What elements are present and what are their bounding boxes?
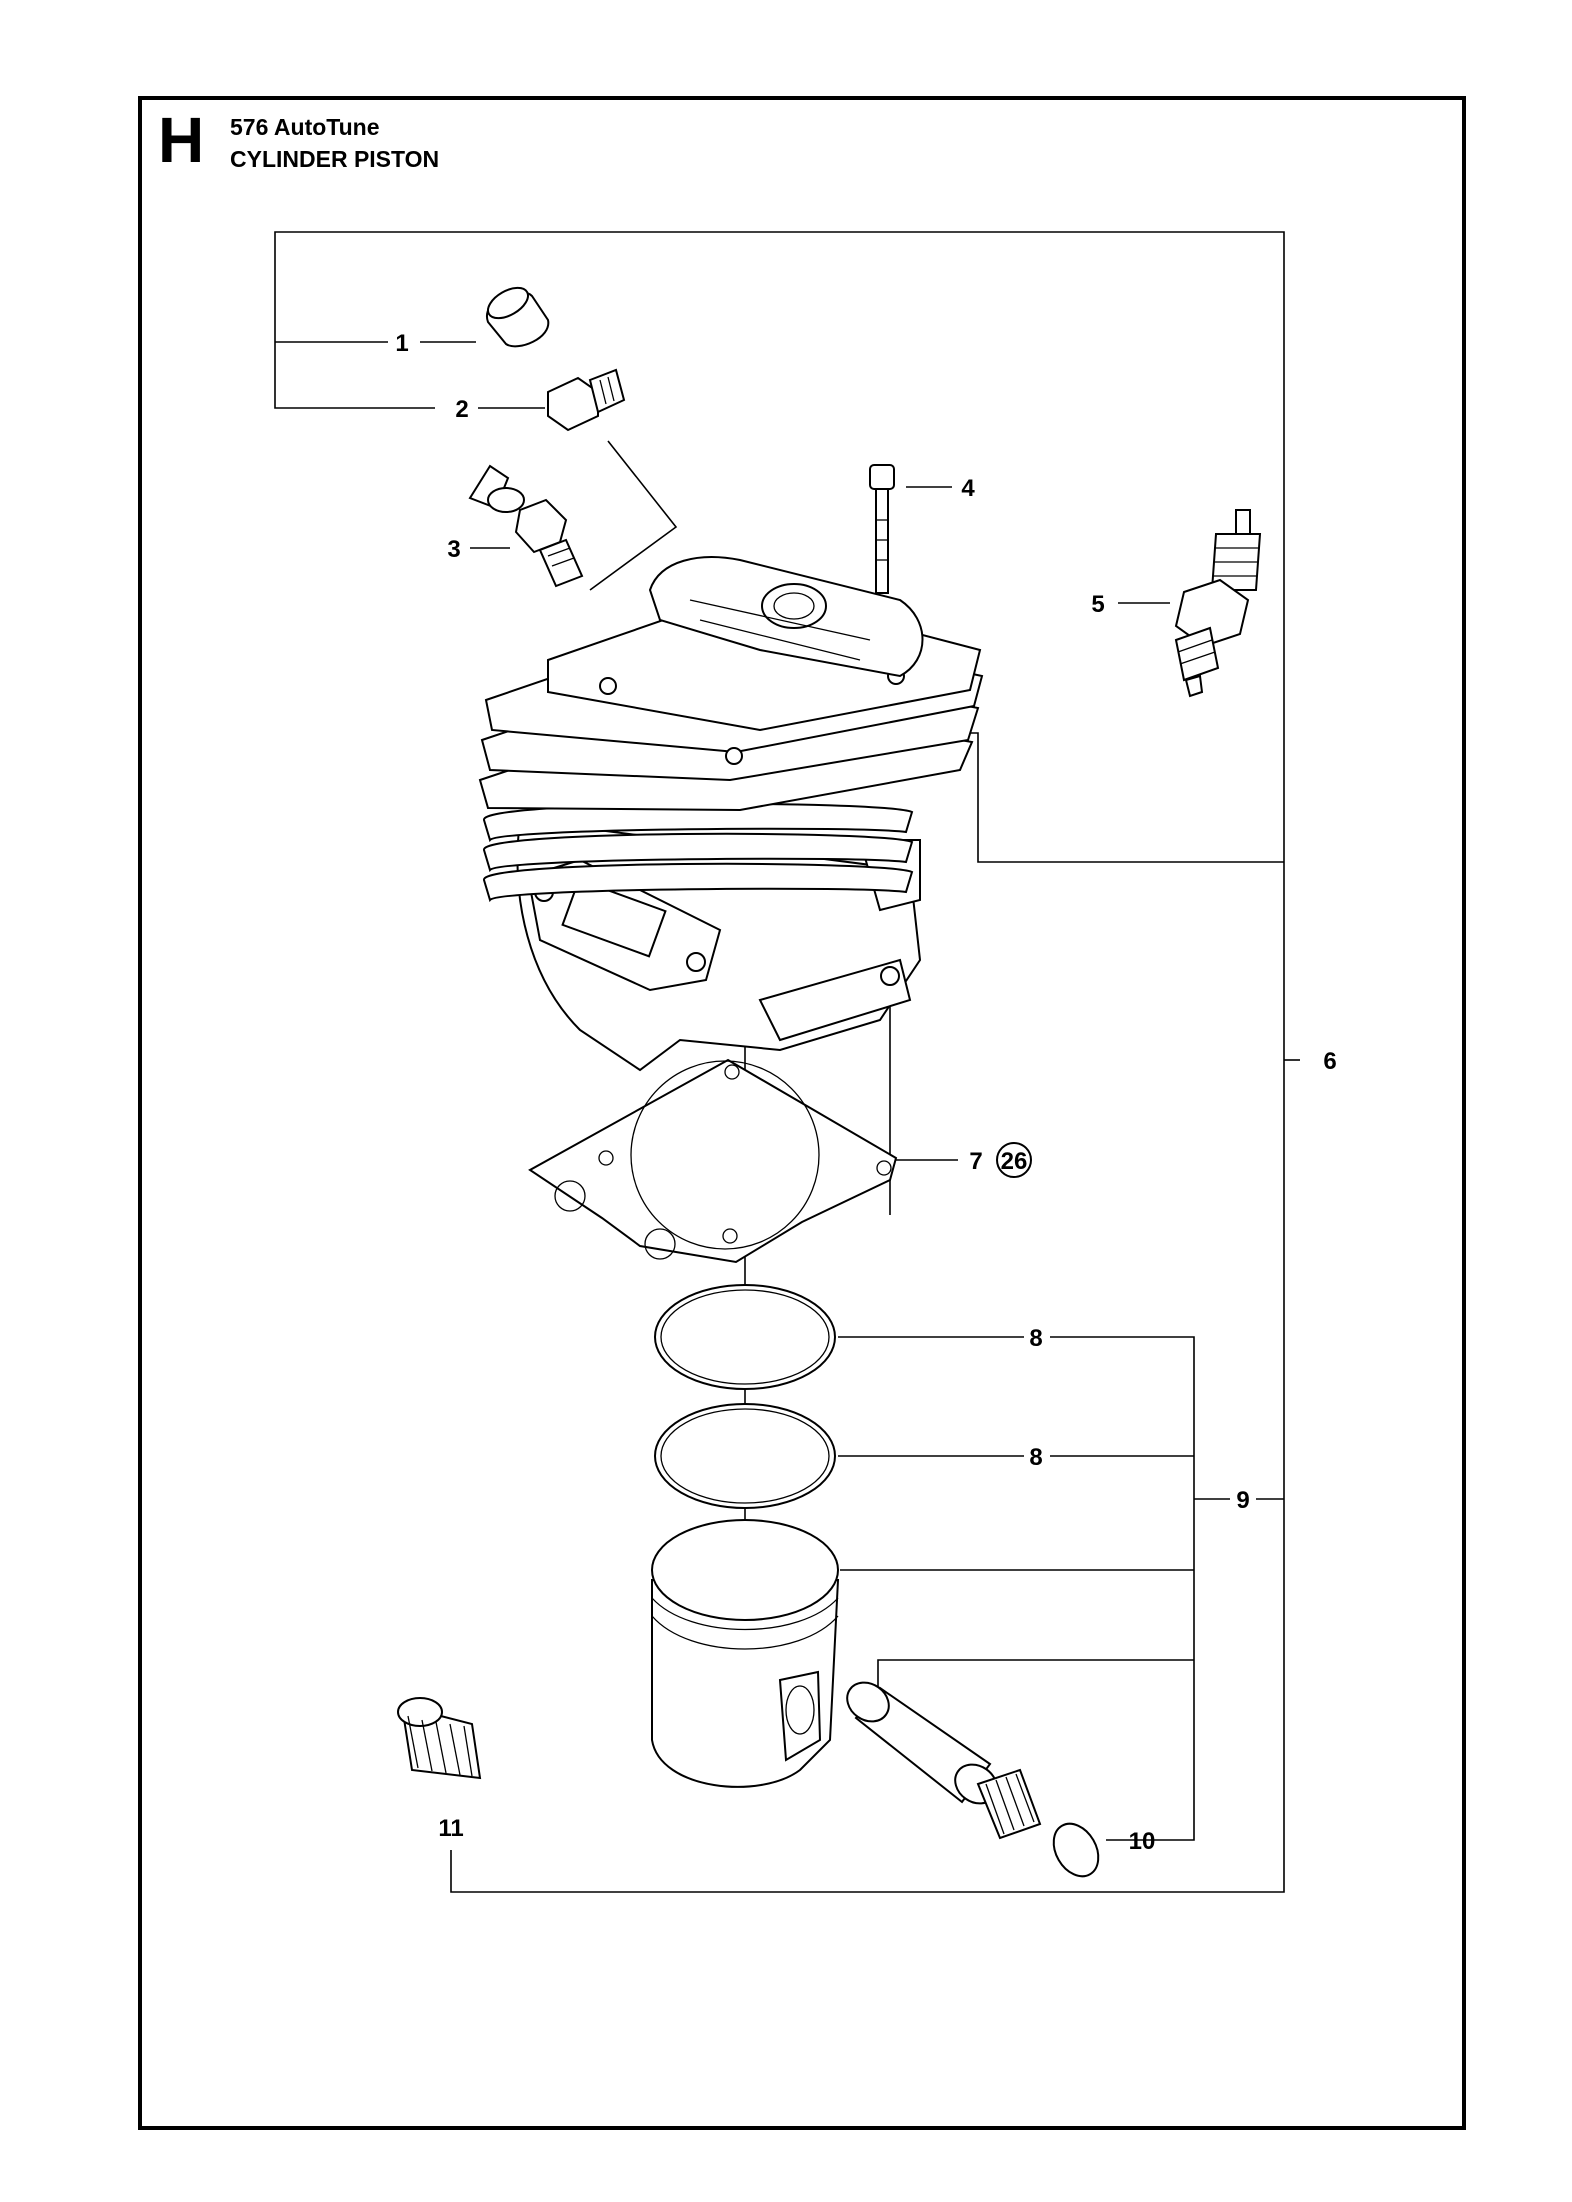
callout-labels: 1 2 3 4 5 6 7 26 8 8 9 10 11 [395, 330, 1336, 1855]
callout-9: 9 [1236, 1487, 1249, 1514]
part-1-cap [485, 286, 550, 348]
part-2-valve [547, 368, 626, 432]
callout-4: 4 [961, 475, 975, 502]
piston-pin [846, 1681, 998, 1805]
part-10-bearing-circlip [976, 1768, 1100, 1878]
model-title: 576 AutoTune [230, 114, 380, 140]
callout-1: 1 [395, 330, 408, 357]
part-5-spark-plug [1174, 509, 1262, 698]
page-frame [138, 96, 1466, 2130]
callout-7: 7 [969, 1148, 982, 1175]
part-6-cylinder [478, 556, 984, 1072]
callout-10: 10 [1129, 1828, 1156, 1855]
callout-8-upper: 8 [1029, 1325, 1042, 1352]
callout-2: 2 [455, 396, 468, 423]
part-4-screw [869, 464, 895, 594]
callout-7-reference: 26 [1001, 1148, 1028, 1175]
part-7-gasket [528, 1058, 898, 1264]
callout-6: 6 [1323, 1048, 1336, 1075]
callout-8-lower: 8 [1029, 1444, 1042, 1471]
part-8-piston-rings [654, 1284, 836, 1509]
part-9-piston [651, 1519, 840, 1788]
callout-11: 11 [438, 1815, 463, 1842]
section-letter: H [158, 104, 205, 176]
sheet-title: CYLINDER PISTON [230, 146, 440, 172]
callout-5: 5 [1091, 591, 1104, 618]
callout-3: 3 [447, 536, 460, 563]
reference-circle [996, 1142, 1032, 1178]
part-11-needle-bearing [397, 1697, 482, 1780]
part-3-valve-assembly [468, 464, 584, 588]
